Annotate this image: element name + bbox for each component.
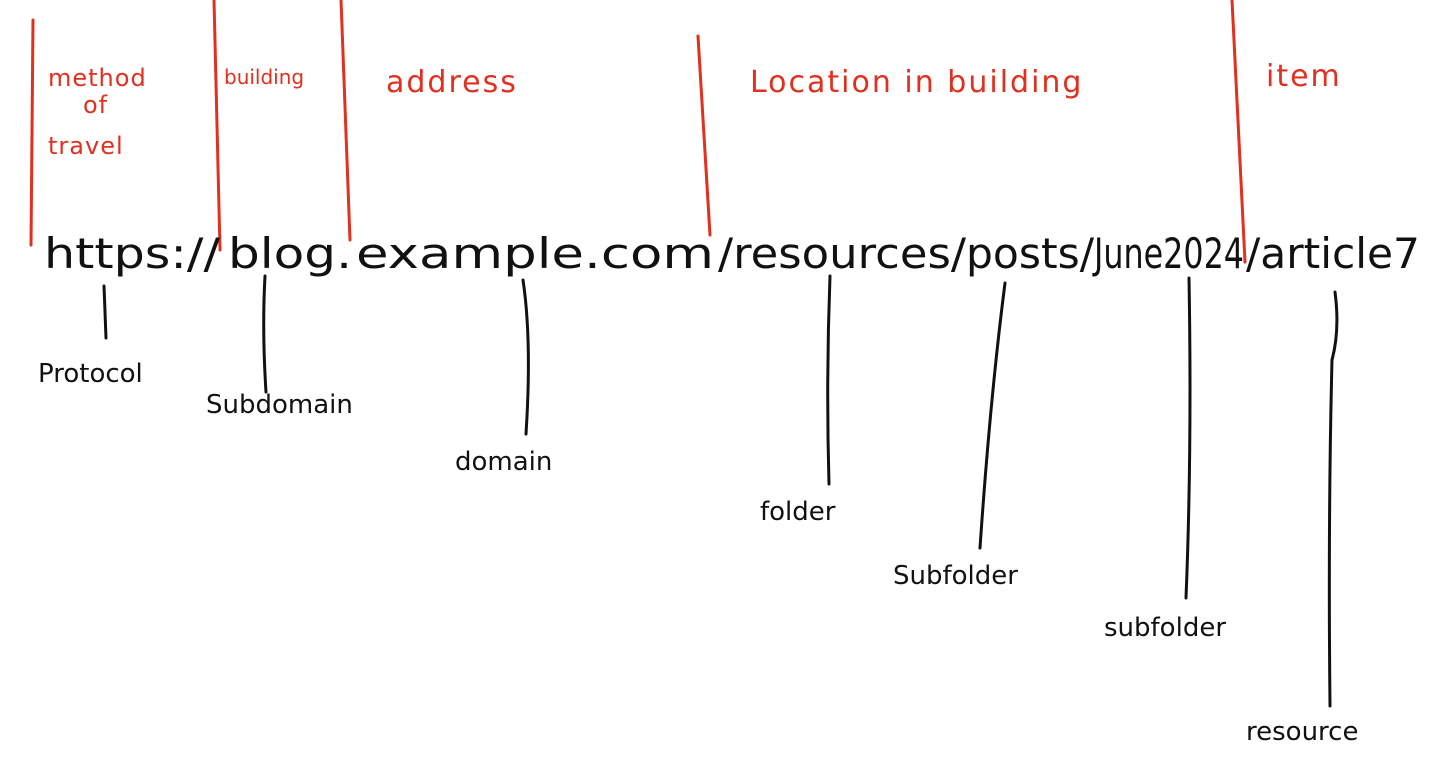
leader-line-protocol bbox=[102, 284, 108, 340]
separator-line-3 bbox=[339, 0, 352, 242]
category-method-line2: of bbox=[83, 91, 108, 119]
url-segment-subfolder2: June2024 bbox=[1092, 229, 1244, 278]
leader-line-subfolder2 bbox=[1184, 276, 1192, 600]
label-subfolder1: Subfolder bbox=[893, 561, 1018, 591]
url-segment-folder: /resources/ bbox=[718, 229, 967, 278]
url-segment-resource: /article7 bbox=[1246, 229, 1420, 278]
label-domain: domain bbox=[455, 447, 552, 477]
label-protocol: Protocol bbox=[38, 359, 143, 389]
label-subfolder2: subfolder bbox=[1104, 613, 1226, 643]
separator-line-4 bbox=[696, 34, 712, 237]
url-segment-subdomain: blog. bbox=[228, 229, 352, 278]
leader-line-domain bbox=[521, 278, 530, 436]
url-segment-domain: example.com bbox=[356, 229, 714, 278]
url-segment-protocol: https:// bbox=[44, 229, 221, 278]
url-segment-subfolder1: posts/ bbox=[966, 229, 1095, 278]
label-resource: resource bbox=[1246, 717, 1358, 747]
category-building: building bbox=[224, 65, 304, 89]
separator-line-5 bbox=[1230, 0, 1247, 264]
separator-line-1 bbox=[29, 18, 35, 247]
label-subdomain: Subdomain bbox=[206, 390, 353, 420]
leader-line-subdomain bbox=[262, 274, 268, 394]
category-location: Location in building bbox=[750, 65, 1083, 100]
leader-line-resource bbox=[1327, 290, 1339, 708]
category-method-line1: method bbox=[48, 64, 147, 92]
category-method-line3: travel bbox=[48, 132, 124, 160]
label-folder: folder bbox=[760, 497, 836, 527]
category-address: address bbox=[386, 65, 518, 100]
separator-line-2 bbox=[212, 0, 222, 252]
category-item: item bbox=[1266, 59, 1342, 94]
leader-line-subfolder1 bbox=[978, 281, 1007, 550]
leader-line-folder bbox=[826, 274, 832, 486]
